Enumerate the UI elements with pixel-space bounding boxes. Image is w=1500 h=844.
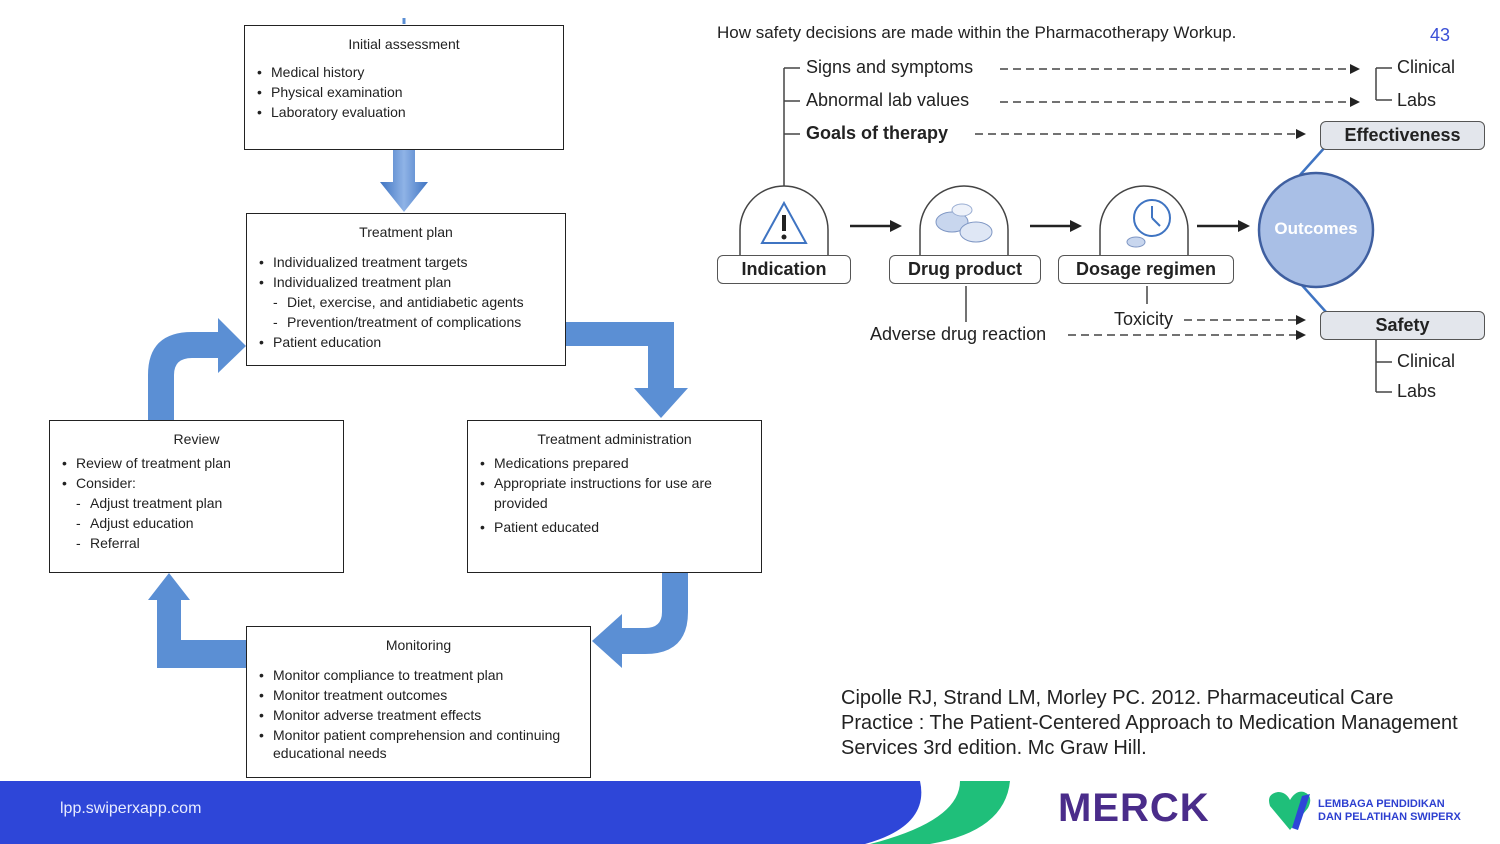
outcomes-circle xyxy=(1257,171,1375,289)
list-item: Laboratory evaluation xyxy=(257,102,563,122)
merck-logo: MERCK xyxy=(1058,786,1210,830)
treatment-plan-box: Treatment plan Individualized treatment … xyxy=(246,213,566,366)
safety-caption: How safety decisions are made within the… xyxy=(717,23,1237,42)
toxicity-label: Toxicity xyxy=(1114,309,1174,329)
effectiveness-pill: Effectiveness xyxy=(1320,121,1485,150)
footer-bar xyxy=(0,781,1010,844)
list-item: Diet, exercise, and antidiabetic agents xyxy=(273,292,565,312)
review-box: Review Review of treatment plan Consider… xyxy=(49,420,344,573)
list-item: Medical history xyxy=(257,62,563,82)
safety-pill: Safety xyxy=(1320,311,1485,340)
dosage-regimen-pill: Dosage regimen xyxy=(1058,255,1234,284)
page-number: 43 xyxy=(1430,25,1451,45)
drug-product-pill: Drug product xyxy=(889,255,1041,284)
clock-icon xyxy=(1126,199,1171,248)
list-item: Monitor adverse treatment effects xyxy=(259,705,590,725)
citation: Cipolle RJ, Strand LM, Morley PC. 2012. … xyxy=(841,687,1458,759)
list-item: Monitor treatment outcomes xyxy=(259,685,590,705)
list-item: Review of treatment plan xyxy=(62,453,343,473)
clinical-top-label: Clinical xyxy=(1397,57,1456,77)
lpp-logo-text: LEMBAGA PENDIDIKAN DAN PELATIHAN SWIPERX xyxy=(1318,798,1461,823)
list-item: Monitor compliance to treatment plan xyxy=(259,665,590,685)
arrow-monitor-to-review xyxy=(148,573,246,668)
indication-pill: Indication xyxy=(717,255,851,284)
list-item: Prevention/treatment of complications xyxy=(273,312,565,332)
signs-and-symptoms-label: Signs and symptoms xyxy=(806,57,974,77)
abnormal-lab-values-label: Abnormal lab values xyxy=(806,90,970,110)
arrow-admin-to-monitor xyxy=(592,573,688,668)
labs-bottom-label: Labs xyxy=(1397,381,1437,401)
list-item: educational needs xyxy=(273,745,387,761)
list-item: Medications prepared xyxy=(480,453,761,473)
list-item: Patient education xyxy=(259,332,565,352)
list-item: Adjust education xyxy=(76,513,343,533)
footer-url[interactable]: lpp.swiperxapp.com xyxy=(60,800,202,817)
initial-assessment-box: Initial assessment Medical history Physi… xyxy=(244,25,564,150)
list-item: Appropriate instructions for use are xyxy=(480,473,761,493)
initial-assessment-title: Initial assessment xyxy=(348,36,460,52)
list-item: Individualized treatment plan xyxy=(259,272,565,292)
list-item: Adjust treatment plan xyxy=(76,493,343,513)
list-item: Consider: xyxy=(62,473,343,493)
outcomes-label: Outcomes xyxy=(1274,219,1358,238)
treatment-administration-title: Treatment administration xyxy=(537,431,692,447)
arrow-review-to-plan xyxy=(148,318,246,420)
adverse-drug-reaction-label: Adverse drug reaction xyxy=(870,324,1047,344)
warning-icon xyxy=(760,200,808,244)
list-item: Monitor patient comprehension and contin… xyxy=(259,725,590,745)
review-title: Review xyxy=(173,431,220,447)
treatment-administration-box: Treatment administration Medications pre… xyxy=(467,420,762,573)
labs-top-label: Labs xyxy=(1397,90,1437,110)
list-item: Patient educated xyxy=(480,517,761,537)
goals-of-therapy-label: Goals of therapy xyxy=(806,123,949,143)
treatment-plan-title: Treatment plan xyxy=(359,224,453,240)
arrow-initial-to-plan xyxy=(380,150,428,212)
list-item: Physical examination xyxy=(257,82,563,102)
list-item: Individualized treatment targets xyxy=(259,252,565,272)
monitoring-title: Monitoring xyxy=(385,637,452,653)
monitoring-box: Monitoring Monitor compliance to treatme… xyxy=(246,626,591,778)
clinical-bottom-label: Clinical xyxy=(1397,351,1456,371)
arrow-plan-to-admin xyxy=(566,322,688,418)
list-item: provided xyxy=(494,495,548,511)
list-item: Referral xyxy=(76,533,343,553)
pill-icon xyxy=(935,203,993,243)
